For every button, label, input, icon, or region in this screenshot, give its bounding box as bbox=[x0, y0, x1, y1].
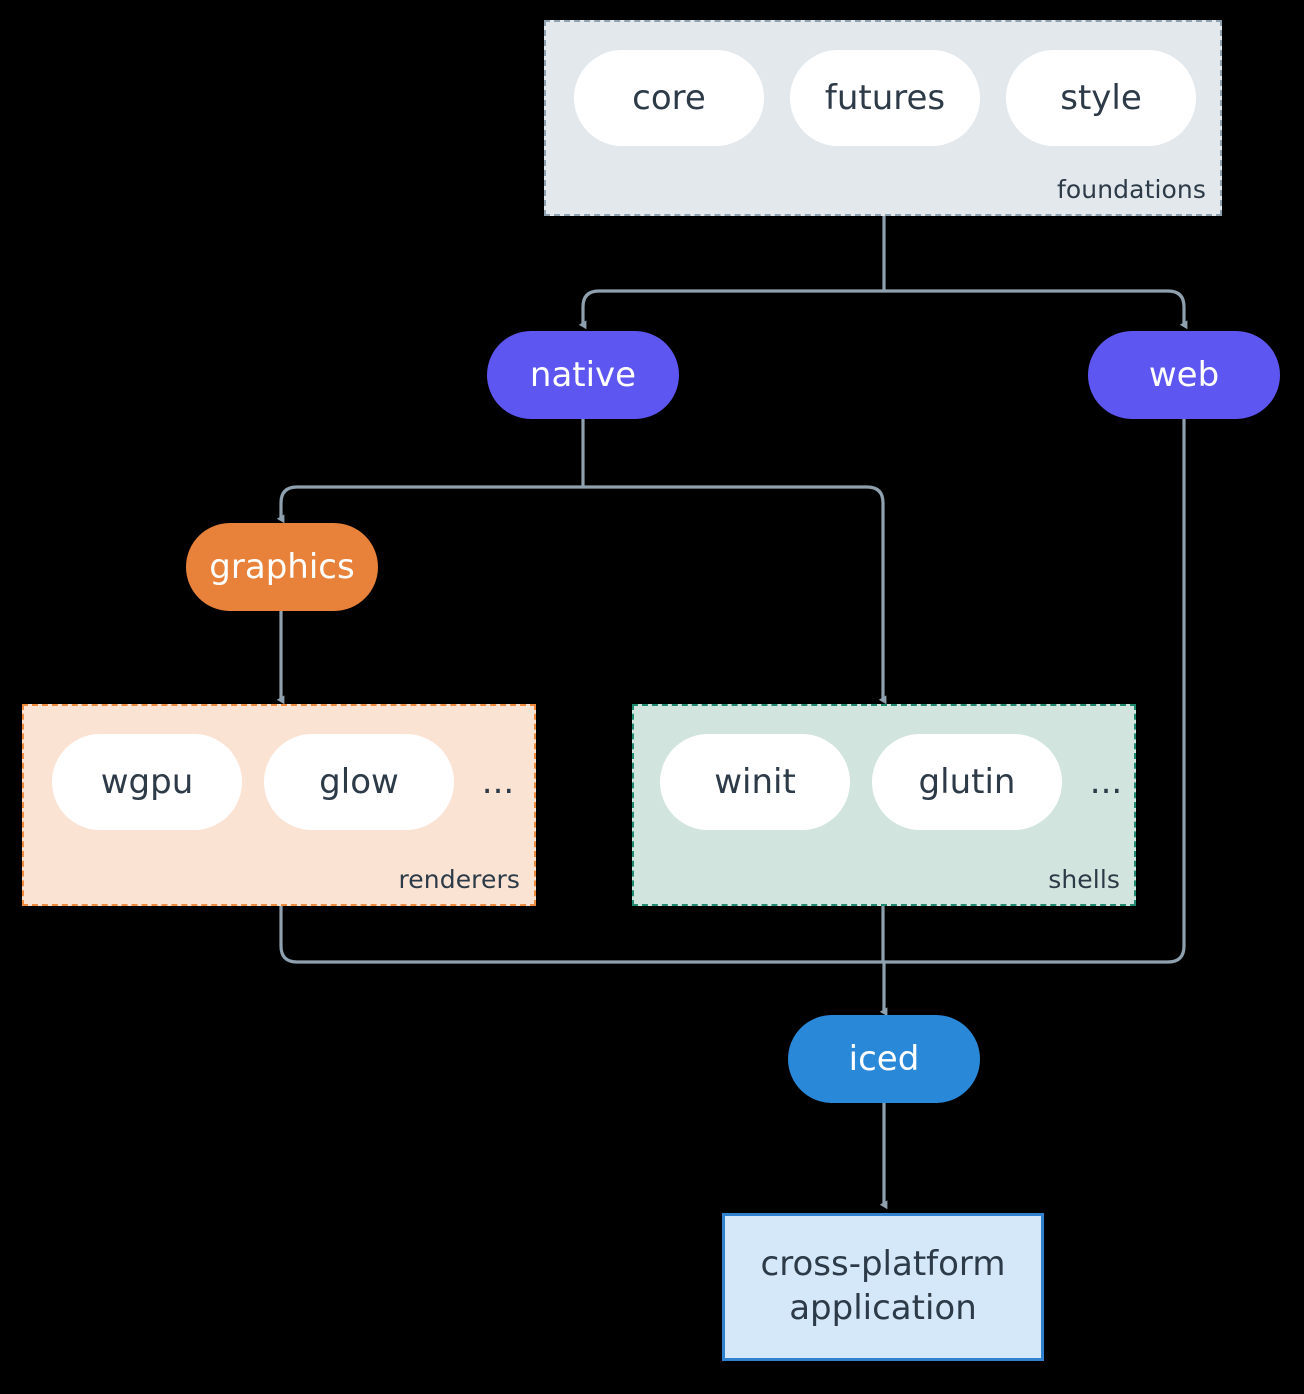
node-wgpu[interactable]: wgpu bbox=[52, 734, 242, 830]
node-iced-label: iced bbox=[848, 1039, 920, 1079]
group-renderers: wgpu glow ... renderers bbox=[22, 704, 536, 906]
node-winit-label: winit bbox=[714, 762, 796, 802]
node-futures-label: futures bbox=[824, 78, 946, 118]
edge-foundations-web bbox=[884, 289, 1188, 330]
group-shells: winit glutin ... shells bbox=[632, 704, 1136, 906]
node-style[interactable]: style bbox=[1006, 50, 1196, 146]
node-core-label: core bbox=[632, 78, 706, 118]
node-wgpu-label: wgpu bbox=[100, 762, 194, 802]
group-foundations-label: foundations bbox=[1057, 175, 1206, 204]
group-shells-label: shells bbox=[1048, 865, 1120, 894]
node-style-label: style bbox=[1060, 78, 1142, 118]
application-line-1: cross-platform bbox=[760, 1244, 1006, 1285]
node-web-label: web bbox=[1148, 355, 1220, 395]
edge-native-shells bbox=[583, 485, 887, 705]
node-futures[interactable]: futures bbox=[790, 50, 980, 146]
edge-renderers-merge bbox=[279, 905, 884, 964]
application-line-2: application bbox=[789, 1288, 977, 1328]
node-core[interactable]: core bbox=[574, 50, 764, 146]
group-renderers-label: renderers bbox=[398, 865, 520, 894]
node-shells-ellipsis: ... bbox=[1089, 761, 1123, 802]
node-web[interactable]: web bbox=[1088, 331, 1280, 419]
node-native-label: native bbox=[529, 355, 637, 395]
node-glow-label: glow bbox=[319, 762, 399, 802]
node-iced[interactable]: iced bbox=[788, 1015, 980, 1103]
group-foundations: core futures style foundations bbox=[544, 20, 1222, 216]
node-cross-platform-application[interactable]: cross-platform application bbox=[722, 1213, 1044, 1361]
node-graphics-label: graphics bbox=[209, 547, 355, 587]
node-renderers-ellipsis: ... bbox=[481, 761, 515, 802]
node-glutin-label: glutin bbox=[918, 762, 1016, 802]
node-graphics[interactable]: graphics bbox=[186, 523, 378, 611]
edge-foundations-native bbox=[578, 289, 884, 330]
node-native[interactable]: native bbox=[487, 331, 679, 419]
node-winit[interactable]: winit bbox=[660, 734, 850, 830]
edge-native-graphics bbox=[276, 485, 583, 524]
node-glow[interactable]: glow bbox=[264, 734, 454, 830]
node-glutin[interactable]: glutin bbox=[872, 734, 1062, 830]
edge-web-merge bbox=[884, 419, 1186, 964]
